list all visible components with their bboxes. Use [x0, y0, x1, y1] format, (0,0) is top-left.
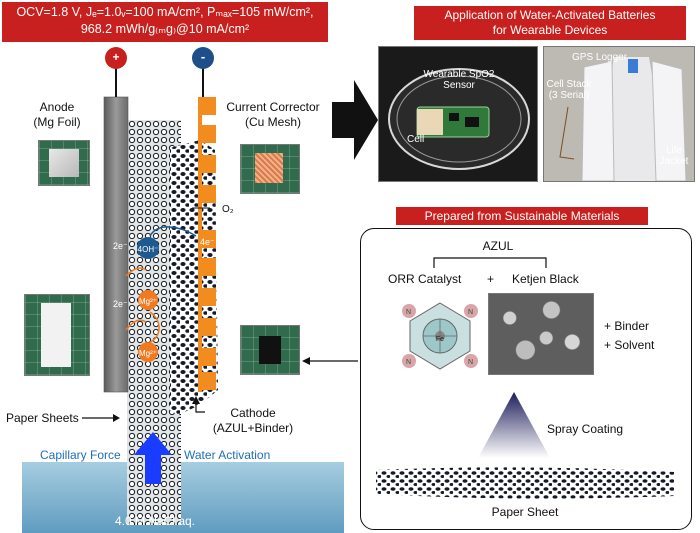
- orr-catalyst-molecule-icon: [402, 302, 478, 370]
- big-arrow-icon: [332, 80, 378, 160]
- two-electron-label-1: 2e⁻: [113, 241, 128, 251]
- materials-title-box: Prepared from Sustainable Materials: [396, 207, 648, 225]
- n-label-3: N: [406, 359, 412, 366]
- spec-line-1: OCV=1.8 V, Jₑ=1.0ᵥ=100 mA/cm², Pₘₐₓ=105 …: [16, 5, 314, 19]
- hydroxide-ion-icon: [137, 237, 159, 259]
- negative-terminal-icon: [192, 47, 214, 69]
- current-collector-label: Current Corrector (Cu Mesh): [226, 100, 320, 129]
- n-label-2: N: [468, 309, 474, 316]
- capillary-arrow-icon: [134, 432, 172, 484]
- mg-reaction-link: [149, 311, 160, 343]
- fe-label: Fe: [435, 336, 445, 343]
- n-label-1: N: [406, 309, 412, 316]
- cell-label: Cell: [407, 134, 425, 145]
- life-jacket-photo: GPS Logger Cell Stack (3 Serial) Life Ja…: [543, 46, 695, 182]
- anode-mg-foil: [103, 96, 129, 393]
- life-jacket-illustration: [544, 47, 694, 181]
- cathode-carbon-layer: [170, 140, 218, 415]
- orr-catalyst-label: ORR Catalyst: [388, 272, 462, 286]
- cathode-label: Cathode (AZUL+Binder): [212, 406, 294, 435]
- n-label-4: N: [468, 359, 474, 366]
- mg-foil-photo: [38, 140, 90, 186]
- application-title-line-1: Application of Water-Activated Batteries: [444, 8, 656, 22]
- minus-terminal-label: -: [200, 49, 206, 64]
- paper-sheet-photo: [24, 294, 90, 376]
- water-activation-label: Water Activation: [184, 448, 271, 462]
- battery-schematic: [22, 47, 344, 533]
- plus-terminal-label: +: [112, 50, 120, 64]
- capillary-force-label: Capillary Force: [40, 448, 121, 462]
- o2-label: O₂: [222, 204, 234, 215]
- material-to-cathode-arrow-icon: [302, 357, 358, 365]
- ketjen-black-label: Ketjen Black: [512, 272, 579, 286]
- sensor-label: Wearable SpO2 Sensor: [423, 69, 495, 91]
- ketjen-black-sem-image: [488, 293, 594, 375]
- paper-sheet-label: Paper Sheet: [491, 505, 559, 519]
- wearable-sensor-illustration: [388, 68, 530, 170]
- coated-paper-sheet: [376, 467, 674, 499]
- four-electron-label: 4e⁻: [200, 237, 215, 247]
- mg-reaction-curve-1: [125, 267, 147, 277]
- life-jacket-label: Life Jacket: [659, 145, 689, 167]
- spec-header-box: OCV=1.8 V, Jₑ=1.0ᵥ=100 mA/cm², Pₘₐₓ=105 …: [2, 2, 328, 42]
- electrolyte-label: 4.0 M NaCl aq.: [114, 514, 196, 528]
- cell-stack-label: Cell Stack (3 Serial): [546, 79, 592, 101]
- spray-cone-icon: [478, 392, 550, 458]
- cathode-photo: [240, 325, 300, 375]
- mg-reaction-curve-2: [125, 319, 147, 331]
- hydroxide-label: 4OH⁻: [137, 245, 159, 254]
- mg-ion-label-2: Mg²⁺: [139, 349, 157, 358]
- oh-reaction-curve: [149, 226, 197, 237]
- application-title-box: Application of Water-Activated Batteries…: [414, 6, 686, 40]
- paper-sheets-label: Paper Sheets: [6, 411, 79, 425]
- plus-label: +: [487, 272, 495, 286]
- mg-ion-label-1: Mg²⁺: [139, 297, 157, 306]
- spec-line-2: 968.2 mWh/g₍ₘg₎@10 mA/cm²: [80, 22, 250, 36]
- spray-coating-label: Spray Coating: [547, 422, 624, 436]
- two-electron-label-2: 2e⁻: [113, 299, 128, 309]
- azul-label: AZUL: [482, 239, 514, 253]
- anode-label: Anode (Mg Foil): [33, 100, 81, 129]
- mg-ion-icon-1: [138, 290, 158, 310]
- cu-mesh-bar: [198, 97, 202, 392]
- electrolyte-bath: [22, 462, 344, 533]
- wearable-sensor-photo: Wearable SpO2 Sensor Cell: [378, 46, 538, 182]
- azul-bracket: [433, 257, 547, 268]
- gps-logger-label: GPS Logger: [572, 52, 628, 63]
- binder-label: + Binder: [604, 319, 650, 333]
- application-title-line-2: for Wearable Devices: [492, 23, 608, 37]
- mg-ion-icon-2: [138, 342, 158, 362]
- cu-mesh-tabs: [202, 97, 216, 390]
- positive-terminal-icon: [105, 47, 127, 69]
- solvent-label: + Solvent: [604, 338, 655, 352]
- cu-mesh-photo: [240, 144, 300, 194]
